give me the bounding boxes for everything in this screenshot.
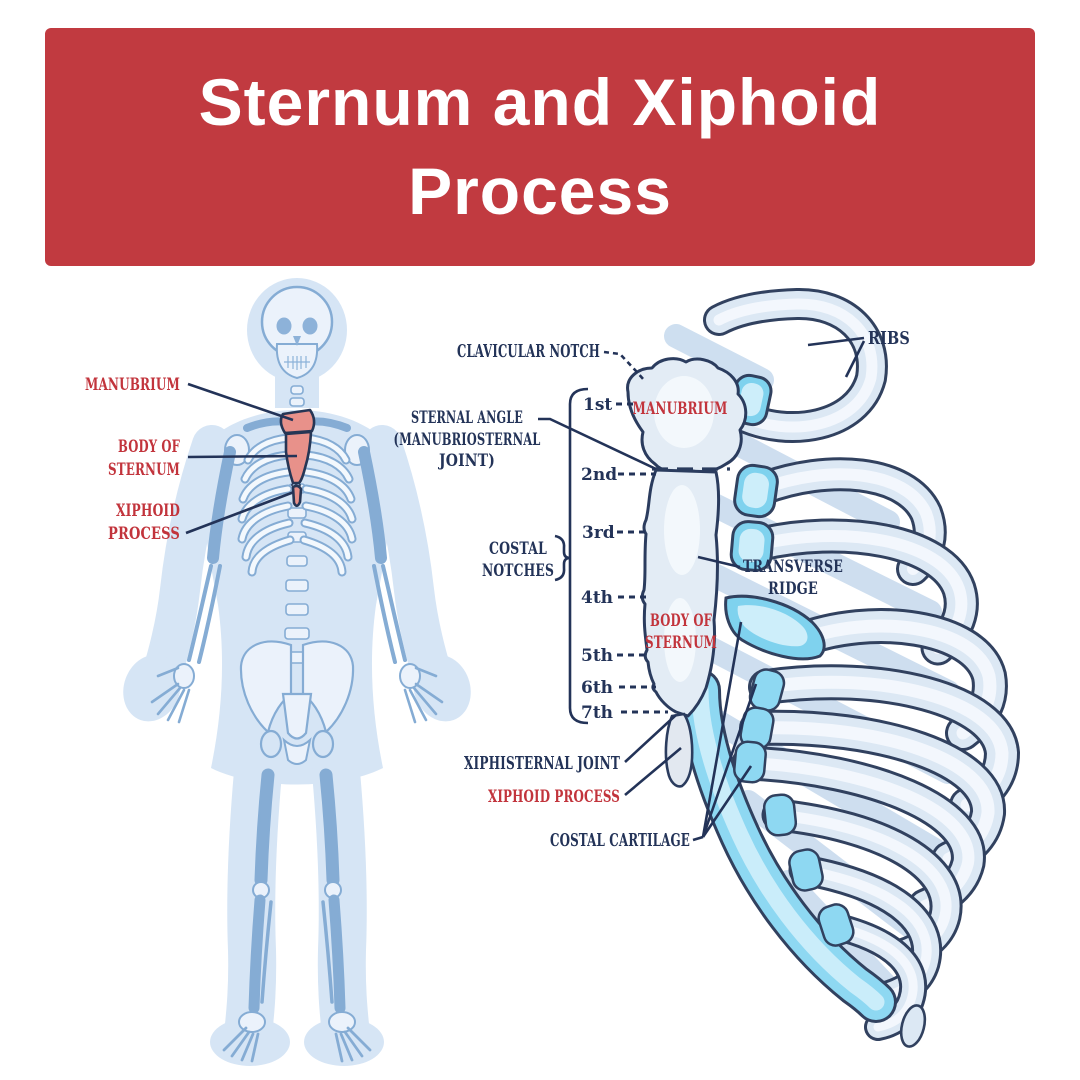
eye-socket-right [302, 317, 318, 335]
arm-bones-left [150, 446, 236, 724]
page-title-line1: Sternum and Xiphoid [198, 64, 882, 139]
label-2nd: 2nd [581, 465, 617, 485]
pointer-detail-xiphoid [624, 747, 682, 796]
label-6th: 6th [581, 678, 613, 698]
label-costal-notches-line1: COSTAL [489, 539, 547, 559]
pointer-overview-manubrium [187, 382, 294, 422]
pointer-ribs-2 [844, 340, 866, 378]
overview-sternum-body-shape [284, 430, 313, 485]
floating-rib-tip [899, 1004, 927, 1048]
costal-notch-numbers: 1st 2nd 3rd 4th 5th 6th 7th [581, 395, 668, 723]
costal-notches-bracket [568, 387, 589, 725]
label-overview-xiphoid-line1: XIPHOID [116, 501, 180, 521]
title-banner: Sternum and Xiphoid Process [45, 28, 1035, 266]
rib-1 [703, 288, 888, 443]
cartilage-cups [733, 668, 855, 947]
label-detail-body-line1: BODY OF [650, 611, 712, 631]
overview-labels: MANUBRIUM BODY OF STERNUM XIPHOID PROCES… [85, 375, 298, 544]
label-clavicular-notch: CLAVICULAR NOTCH [457, 341, 600, 362]
label-overview-body-line2: STERNUM [108, 460, 180, 480]
manubrium-shape [626, 357, 748, 474]
sternum-body-shape [640, 467, 730, 718]
pointer-overview-xiphoid [185, 490, 295, 535]
full-skeleton-illustration [123, 278, 471, 1066]
label-sternal-angle-line1: STERNAL ANGLE [411, 408, 523, 428]
label-xiphisternal-joint: XIPHISTERNAL JOINT [464, 753, 620, 774]
pointer-ribs-1 [807, 336, 865, 347]
label-transverse-ridge-line1: TRANSVERSE [743, 557, 843, 577]
label-transverse-ridge-line2: RIDGE [768, 579, 818, 599]
label-7th: 7th [581, 703, 613, 723]
label-sternal-angle-line2: (MANUBRIOSTERNAL [394, 430, 541, 450]
pointer-costal-cartilage [692, 621, 758, 842]
teeth [284, 356, 310, 370]
costal-cartilage-mass [679, 668, 897, 1023]
label-detail-body-line2: STERNUM [645, 633, 717, 653]
label-detail-xiphoid: XIPHOID PROCESS [488, 787, 620, 807]
costal-notches-brace [554, 534, 571, 582]
label-costal-cartilage: COSTAL CARTILAGE [550, 830, 690, 851]
leg-bones-left [222, 768, 275, 1063]
rib-10 [820, 912, 928, 1041]
detail-labels: CLAVICULAR NOTCH RIBS MANUBRIUM STERNAL … [394, 328, 910, 851]
label-3rd: 3rd [582, 523, 615, 543]
label-overview-xiphoid-line2: PROCESS [108, 524, 180, 544]
overview-xiphoid-shape [291, 484, 303, 508]
label-detail-manubrium: MANUBRIUM [633, 399, 728, 419]
pointer-transverse-ridge [697, 555, 741, 569]
label-overview-body-line1: BODY OF [118, 437, 180, 457]
ribcage-detail-illustration [626, 288, 1021, 1048]
nasal-opening [293, 336, 301, 346]
pointer-clavicular-notch [603, 350, 645, 381]
label-costal-notches-line2: NOTCHES [482, 561, 554, 581]
ribs-front [703, 288, 1021, 1048]
pelvis [239, 640, 355, 765]
pointer-xiphisternal-joint [624, 714, 677, 763]
sternum-highlight [279, 408, 316, 508]
label-1st: 1st [583, 395, 612, 415]
label-4th: 4th [581, 588, 613, 608]
label-overview-manubrium: MANUBRIUM [85, 375, 180, 395]
overview-manubrium-shape [279, 408, 316, 435]
label-ribs: RIBS [868, 328, 910, 349]
pointer-overview-body [187, 454, 298, 459]
skull [260, 285, 334, 380]
page-title-line2: Process [408, 154, 672, 228]
label-sternal-angle-line3: JOINT) [437, 451, 495, 471]
label-5th: 5th [581, 646, 613, 666]
pointer-sternal-angle [538, 417, 657, 471]
eye-socket-left [276, 317, 292, 335]
